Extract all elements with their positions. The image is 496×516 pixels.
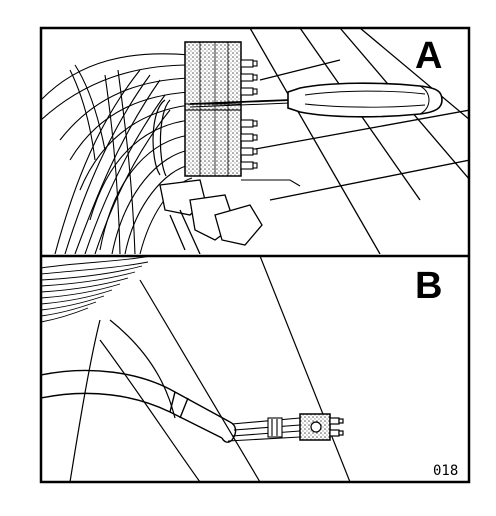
- wire-bundle: [41, 53, 193, 254]
- thin-wire: [69, 319, 101, 482]
- figure-code: 018: [433, 463, 458, 479]
- coiled-cable-bundle: [41, 256, 151, 323]
- terminal-tabs: [240, 59, 258, 170]
- background-surface-lines-b: [99, 256, 351, 482]
- sheathed-wires: [227, 417, 301, 442]
- terminal-block: [184, 41, 242, 177]
- connector: [299, 413, 344, 441]
- screwdriver: [189, 82, 443, 118]
- panel-a-label: A: [415, 35, 442, 77]
- panel-b: B: [41, 256, 442, 482]
- lower-plugs: [159, 179, 263, 254]
- loose-wire: [152, 99, 171, 177]
- main-cable: [41, 369, 237, 443]
- panel-a: A: [41, 28, 469, 254]
- panel-b-label: B: [415, 265, 442, 307]
- panel-frames: [39, 26, 471, 484]
